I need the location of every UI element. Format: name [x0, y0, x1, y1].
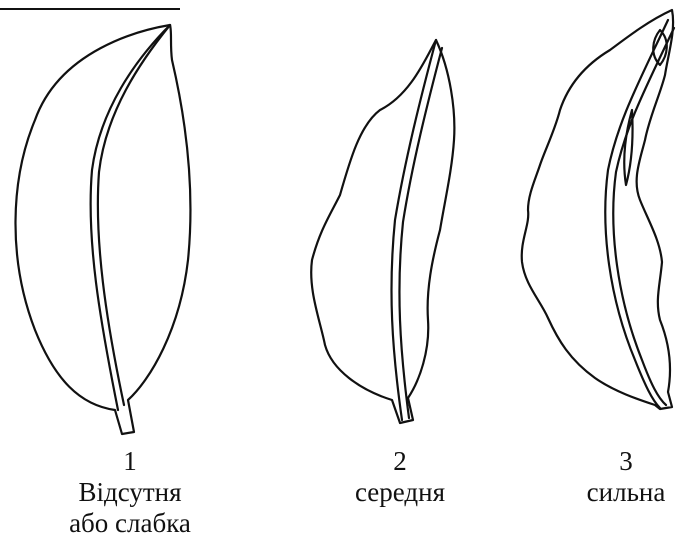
leaf-1-drawing [15, 25, 190, 434]
leaf-1-label-line-2: або слабка [30, 508, 230, 539]
leaf-1-label-line-1: Відсутня [30, 477, 230, 508]
leaf-2-drawing [311, 40, 454, 423]
leaf-3-drawing [522, 10, 674, 409]
leaf-3-midrib [605, 20, 668, 408]
leaf-1-midrib-inner [98, 25, 170, 405]
leaf-3-label-line-1: сильна [572, 477, 680, 508]
leaf-2-label-line-1: середня [320, 477, 480, 508]
caption-leaf-2: 2 середня [320, 446, 480, 508]
caption-leaf-1: 1 Відсутня або слабка [30, 446, 230, 539]
caption-leaf-3: 3 сильна [572, 446, 680, 508]
leaf-1-outline [15, 25, 190, 434]
leaf-2-number: 2 [320, 446, 480, 477]
leaf-3-outline [522, 10, 673, 409]
leaf-1-number: 1 [30, 446, 230, 477]
leaf-3-midrib-inner [613, 28, 674, 405]
leaf-2-outline [311, 40, 454, 423]
leaf-3-number: 3 [572, 446, 680, 477]
